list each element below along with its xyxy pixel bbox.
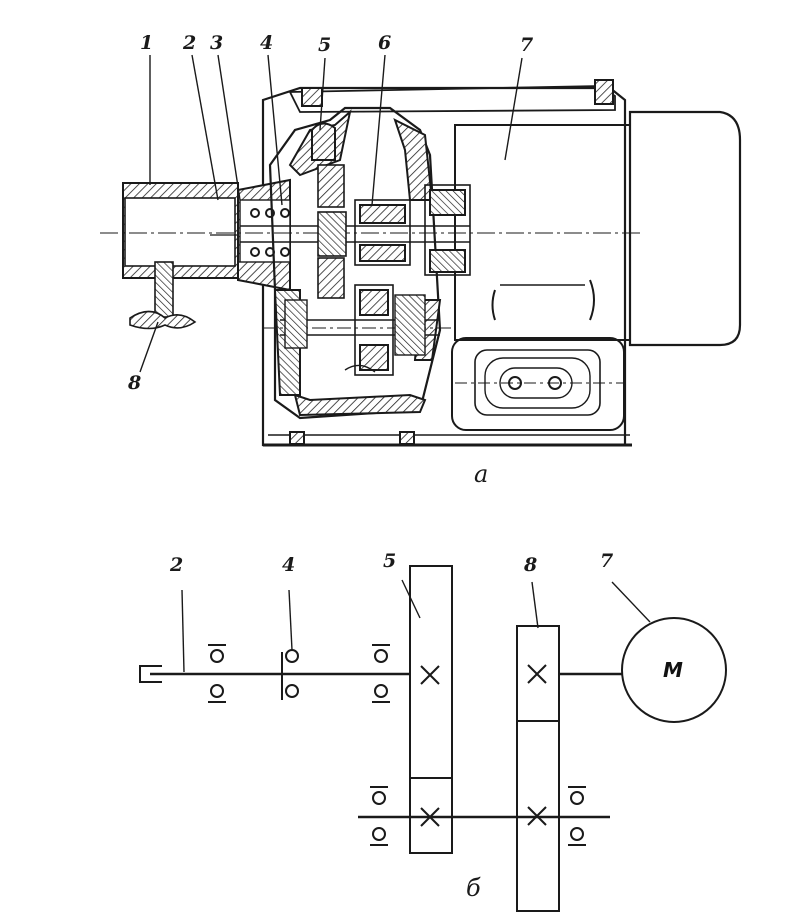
bearing-symbol-4 (568, 786, 586, 846)
top-cover (288, 85, 616, 113)
gear-5-section (317, 164, 345, 208)
caption-a: а (474, 460, 489, 488)
coupling-4 (281, 589, 299, 700)
callout-a-handle: 8 (128, 372, 142, 394)
callout-a-2: 2 (183, 32, 197, 54)
callout-a-1: 1 (140, 32, 154, 54)
bearing-symbol-1 (208, 644, 226, 703)
handle-grip (129, 310, 197, 330)
bearing-symbol-2 (372, 644, 390, 703)
gear-8-mate (516, 720, 560, 912)
bearing-symbol-3 (370, 786, 388, 846)
callout-b-4: 4 (282, 554, 296, 576)
motor-label: M (663, 658, 683, 682)
gear-5 (409, 565, 453, 779)
callout-a-4: 4 (260, 32, 274, 54)
caption-b: б (466, 874, 481, 902)
motor-symbol (621, 617, 727, 723)
callout-b-2: 2 (170, 554, 184, 576)
callout-a-6: 6 (378, 32, 392, 54)
callout-b-8: 8 (524, 554, 538, 576)
motor-end-cap (628, 110, 742, 347)
motor-foot (451, 337, 625, 431)
shaft-2-fork (139, 665, 162, 683)
callout-b-7: 7 (600, 550, 614, 572)
callout-b-5: 5 (383, 550, 397, 572)
callout-a-7: 7 (520, 34, 534, 56)
gear-5-mate (409, 777, 453, 854)
callout-a-3: 3 (210, 32, 224, 54)
gearbox-casting (268, 106, 442, 420)
callout-a-5: 5 (318, 34, 332, 56)
